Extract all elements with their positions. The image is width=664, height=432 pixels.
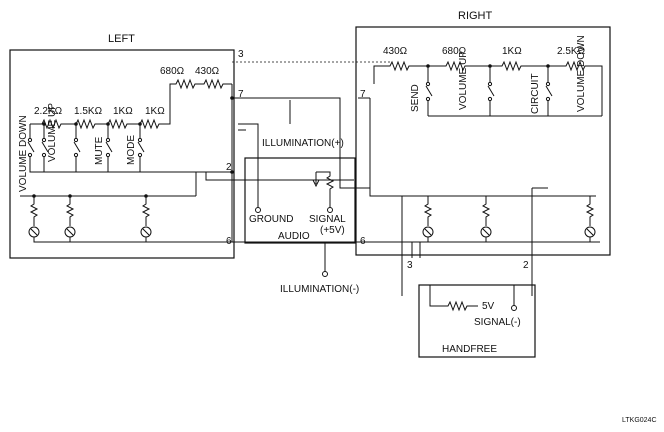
interconnect-wiring xyxy=(196,61,600,243)
handfree-signal-minus-label: SIGNAL(-) xyxy=(474,317,521,328)
audio-block: AUDIO ILLUMINATION(+) GROUND SIGNAL (+5V… xyxy=(244,100,359,295)
right-resistor-4: 2.5KΩ xyxy=(557,46,586,57)
left-resistor-6: 430Ω xyxy=(195,66,220,77)
signal-5v-label: (+5V) xyxy=(320,225,345,236)
right-block: RIGHT 430Ω 680Ω 1KΩ 2.5KΩ SEND VOLUME UP… xyxy=(355,10,611,296)
left-pin-6: 6 xyxy=(226,236,232,247)
left-switch-volume-down: VOLUME DOWN xyxy=(18,115,29,192)
right-pin-6: 6 xyxy=(360,236,366,247)
left-block: LEFT 2.2KΩ 1.5KΩ 1KΩ 1KΩ 680Ω 430Ω VOLUM… xyxy=(9,33,244,259)
right-pin-2: 2 xyxy=(523,260,529,271)
handfree-box xyxy=(418,284,536,358)
left-resistor-1: 2.2KΩ xyxy=(34,106,63,117)
left-resistor-2: 1.5KΩ xyxy=(74,106,103,117)
right-switch-volume-down: VOLUME DOWN xyxy=(576,35,587,112)
left-switch-mode: MODE xyxy=(126,135,137,165)
left-resistor-3: 1KΩ xyxy=(113,106,133,117)
left-title: LEFT xyxy=(108,33,135,45)
right-switch-circuit: CIRCUIT xyxy=(530,73,541,114)
right-resistor-3: 1KΩ xyxy=(502,46,522,57)
right-switches xyxy=(425,64,602,117)
left-lamps xyxy=(20,194,232,243)
handfree-block: HANDFREE 5V SIGNAL(-) xyxy=(418,284,536,358)
right-resistor-2: 680Ω xyxy=(442,46,467,57)
right-switch-send: SEND xyxy=(410,84,421,112)
left-resistor-5: 680Ω xyxy=(160,66,185,77)
left-box xyxy=(9,49,235,259)
left-resistor-4: 1KΩ xyxy=(145,106,165,117)
audio-title: AUDIO xyxy=(278,231,310,242)
left-switch-mute: MUTE xyxy=(94,136,105,165)
illumination-minus-label: ILLUMINATION(-) xyxy=(280,284,359,295)
right-lamps xyxy=(422,196,596,242)
left-pin-2: 2 xyxy=(226,162,232,173)
right-switch-volume-up: VOLUME UP xyxy=(458,51,469,110)
illumination-plus-label: ILLUMINATION(+) xyxy=(262,138,344,149)
handfree-title: HANDFREE xyxy=(442,344,497,355)
right-box xyxy=(355,26,611,256)
handfree-5v-label: 5V xyxy=(482,301,495,312)
left-pin-3: 3 xyxy=(238,49,244,60)
right-pin-7: 7 xyxy=(360,89,366,100)
right-title: RIGHT xyxy=(458,10,493,22)
right-resistor-1: 430Ω xyxy=(383,46,408,57)
left-switches xyxy=(27,122,196,173)
left-switch-volume-up: VOLUME UP xyxy=(47,103,58,162)
left-pin-7: 7 xyxy=(238,89,244,100)
figure-code: LTKG024C xyxy=(622,417,657,424)
right-pin-3: 3 xyxy=(407,260,413,271)
signal-label: SIGNAL xyxy=(309,214,346,225)
left-resistor-chain xyxy=(30,78,232,130)
ground-label: GROUND xyxy=(249,214,293,225)
audio-box xyxy=(244,157,356,244)
right-resistor-chain xyxy=(373,60,603,116)
